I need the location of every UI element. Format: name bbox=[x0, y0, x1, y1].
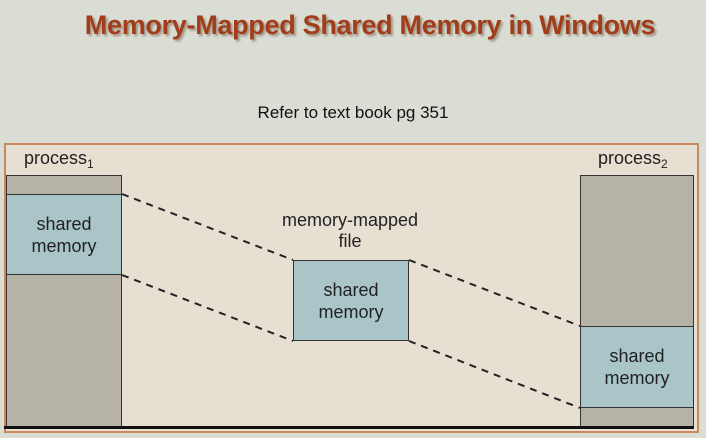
slide-title: Memory-Mapped Shared Memory in Windows bbox=[84, 10, 656, 40]
process1-label: process1 bbox=[24, 148, 94, 171]
diagram-baseline bbox=[4, 426, 694, 429]
process2-label: process2 bbox=[598, 148, 668, 171]
mapping-line-p1-bottom bbox=[121, 274, 294, 342]
mapping-line-p1-top bbox=[121, 193, 294, 261]
mapping-line-p2-top bbox=[408, 259, 581, 327]
mapping-line-p2-bottom bbox=[408, 340, 581, 409]
slide-subtitle: Refer to text book pg 351 bbox=[257, 103, 449, 122]
